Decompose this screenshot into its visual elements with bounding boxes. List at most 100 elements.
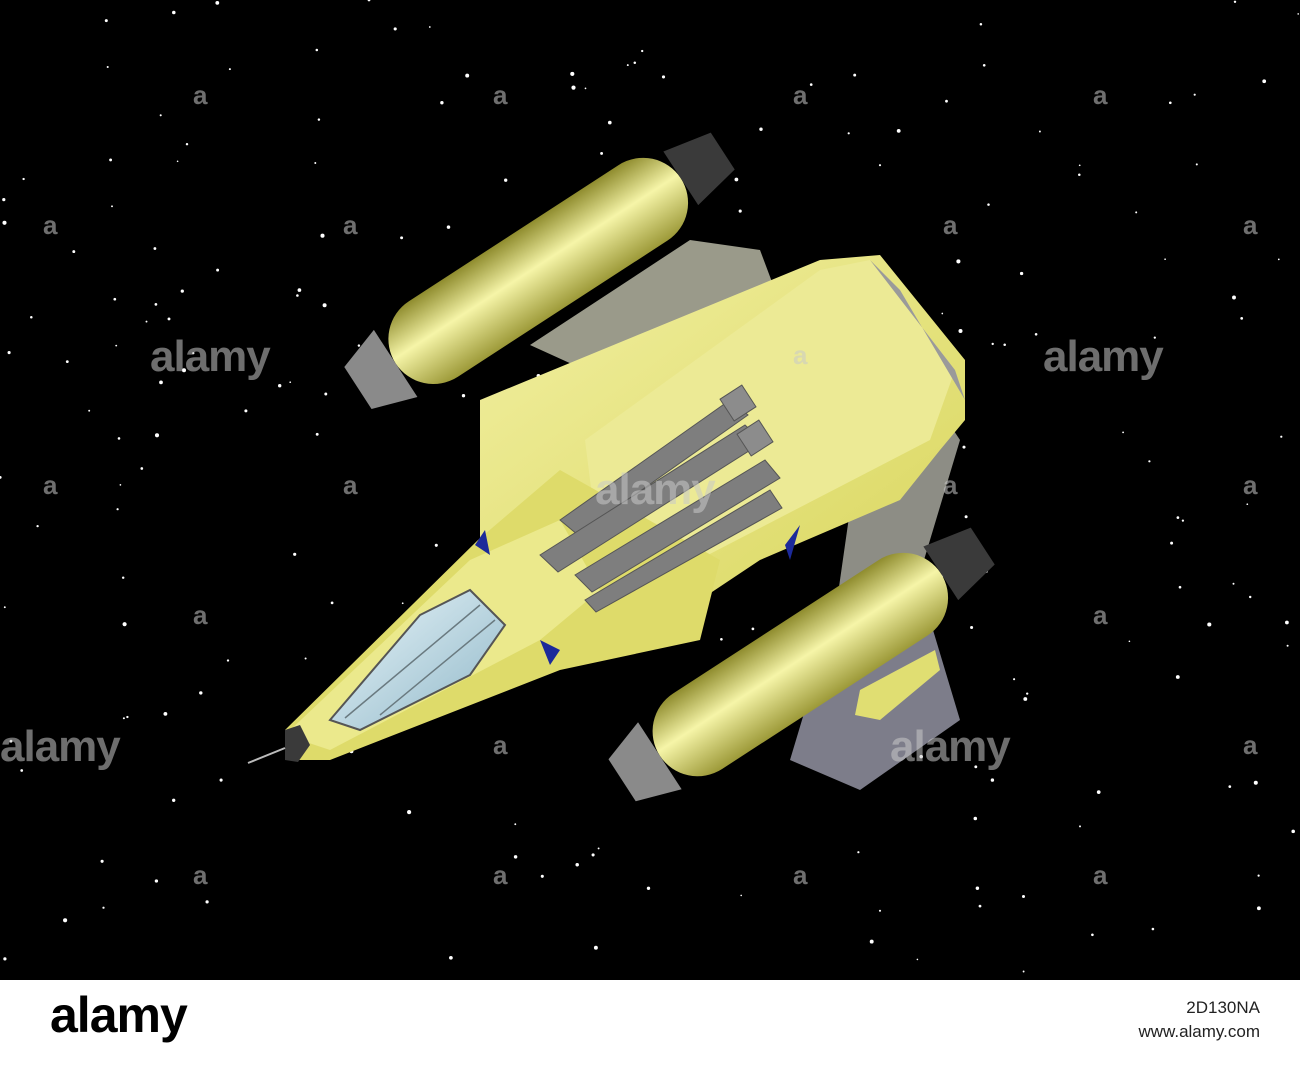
lower-fin bbox=[855, 650, 940, 720]
star bbox=[1151, 927, 1155, 931]
watermark-mark: a bbox=[1243, 470, 1258, 500]
star bbox=[2, 220, 7, 225]
watermark-mark: a bbox=[1093, 600, 1108, 630]
star bbox=[1135, 211, 1138, 214]
star bbox=[941, 312, 944, 315]
star bbox=[461, 394, 466, 398]
star bbox=[314, 162, 317, 164]
star bbox=[315, 432, 319, 436]
star bbox=[1277, 258, 1280, 261]
star bbox=[72, 250, 76, 254]
star bbox=[987, 203, 990, 206]
star bbox=[1181, 519, 1185, 522]
watermark-mark: a bbox=[493, 730, 508, 760]
star bbox=[172, 10, 176, 15]
star bbox=[504, 178, 508, 182]
watermark-alamy: alamy bbox=[1043, 332, 1164, 381]
star bbox=[1233, 0, 1237, 4]
star bbox=[140, 467, 144, 470]
star bbox=[182, 368, 186, 373]
star bbox=[465, 73, 470, 78]
star bbox=[970, 625, 974, 630]
star bbox=[1168, 101, 1172, 105]
watermark-mark: a bbox=[793, 860, 808, 890]
star bbox=[1248, 595, 1252, 599]
star bbox=[1240, 317, 1244, 320]
star bbox=[0, 476, 2, 479]
star bbox=[159, 380, 163, 385]
star bbox=[584, 87, 587, 90]
star bbox=[1019, 271, 1024, 276]
star bbox=[1286, 644, 1289, 647]
star bbox=[919, 754, 923, 759]
watermark-mark: a bbox=[943, 210, 958, 240]
star bbox=[393, 27, 397, 31]
star bbox=[317, 118, 321, 121]
watermark-mark: a bbox=[193, 80, 208, 110]
star bbox=[1228, 785, 1232, 788]
starfield bbox=[0, 0, 1300, 973]
star bbox=[575, 863, 579, 867]
star bbox=[216, 268, 220, 272]
star bbox=[974, 765, 978, 769]
star bbox=[1078, 164, 1081, 167]
star bbox=[122, 622, 127, 627]
star bbox=[720, 637, 723, 641]
star bbox=[1021, 894, 1026, 899]
star bbox=[979, 22, 983, 26]
star bbox=[958, 328, 963, 334]
star bbox=[1026, 692, 1029, 695]
star bbox=[304, 657, 307, 660]
canopy bbox=[328, 588, 507, 732]
watermark-mark: a bbox=[1243, 210, 1258, 240]
star bbox=[153, 247, 157, 250]
star bbox=[30, 315, 33, 319]
star bbox=[593, 945, 598, 950]
star bbox=[116, 508, 119, 511]
star bbox=[896, 128, 901, 133]
watermark-alamy: alamy bbox=[890, 722, 1011, 771]
star bbox=[973, 816, 978, 821]
star bbox=[978, 904, 982, 908]
star bbox=[315, 48, 319, 52]
star bbox=[1256, 906, 1261, 911]
star bbox=[205, 900, 209, 904]
star bbox=[809, 83, 813, 86]
star bbox=[106, 65, 109, 69]
star bbox=[1176, 516, 1180, 519]
star bbox=[1078, 173, 1081, 177]
star bbox=[1257, 874, 1260, 877]
star bbox=[20, 769, 24, 772]
star bbox=[1285, 620, 1289, 625]
star bbox=[759, 127, 763, 131]
star bbox=[446, 225, 451, 229]
star bbox=[916, 958, 919, 961]
image-id: 2D130NA bbox=[1186, 998, 1260, 1017]
star bbox=[172, 798, 176, 802]
star bbox=[7, 351, 11, 355]
star bbox=[297, 288, 302, 292]
star bbox=[1297, 13, 1300, 15]
star bbox=[1164, 258, 1166, 261]
star bbox=[219, 778, 223, 782]
star bbox=[36, 524, 39, 528]
star bbox=[956, 259, 961, 264]
star bbox=[63, 918, 68, 923]
space-scene: alamy alamy alamy alamy alamy a a a a a … bbox=[0, 0, 1300, 973]
star bbox=[449, 955, 453, 960]
star bbox=[154, 879, 159, 883]
star bbox=[945, 99, 948, 103]
watermark-alamy: alamy bbox=[150, 332, 271, 381]
blue-trim-1 bbox=[475, 530, 490, 555]
star bbox=[607, 120, 612, 125]
star bbox=[1003, 343, 1006, 346]
star bbox=[1038, 130, 1041, 133]
star bbox=[324, 392, 328, 396]
star bbox=[740, 894, 743, 897]
watermark-mark: a bbox=[1093, 80, 1108, 110]
watermark-mark: a bbox=[193, 860, 208, 890]
star bbox=[1232, 582, 1235, 585]
star bbox=[154, 433, 160, 438]
star bbox=[65, 360, 69, 364]
star bbox=[991, 342, 994, 346]
